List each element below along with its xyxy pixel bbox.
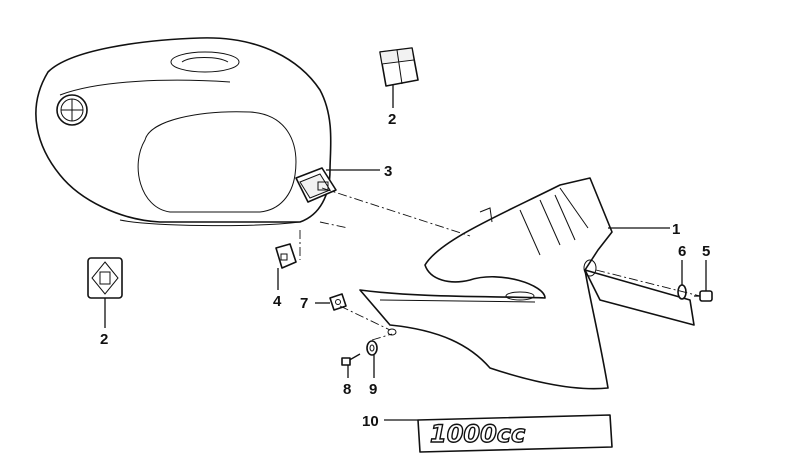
screw-part-8 (341, 353, 361, 366)
rubber-grommet-lower (87, 257, 123, 299)
callout-9: 9 (369, 381, 377, 398)
fuel-tank (35, 37, 332, 227)
callout-7: 7 (300, 295, 308, 312)
callout-4: 4 (273, 293, 282, 310)
tank-clip (295, 167, 337, 203)
emblem-text: 1000cc (430, 420, 525, 448)
leader-lines (104, 84, 707, 421)
displacement-emblem: 1000cc (417, 414, 613, 453)
callout-2-upper: 2 (388, 111, 396, 128)
callout-3: 3 (384, 163, 392, 180)
callout-labels: 1 2 2 3 4 5 6 7 8 9 10 (100, 111, 710, 430)
callout-8: 8 (343, 381, 351, 398)
small-bracket (275, 243, 297, 269)
callout-5: 5 (702, 243, 710, 260)
callout-10: 10 (362, 413, 379, 430)
callout-2-lower: 2 (100, 331, 108, 348)
callout-1: 1 (672, 221, 680, 238)
assembly-lines (299, 187, 701, 341)
washer-part-9 (366, 340, 378, 356)
bmw-roundel-emblem (56, 94, 88, 126)
side-cover (359, 177, 695, 390)
screw-part-5 (694, 290, 713, 302)
callout-6: 6 (678, 243, 686, 260)
rubber-pad-upper (379, 47, 419, 87)
nut-part-7 (329, 293, 347, 311)
